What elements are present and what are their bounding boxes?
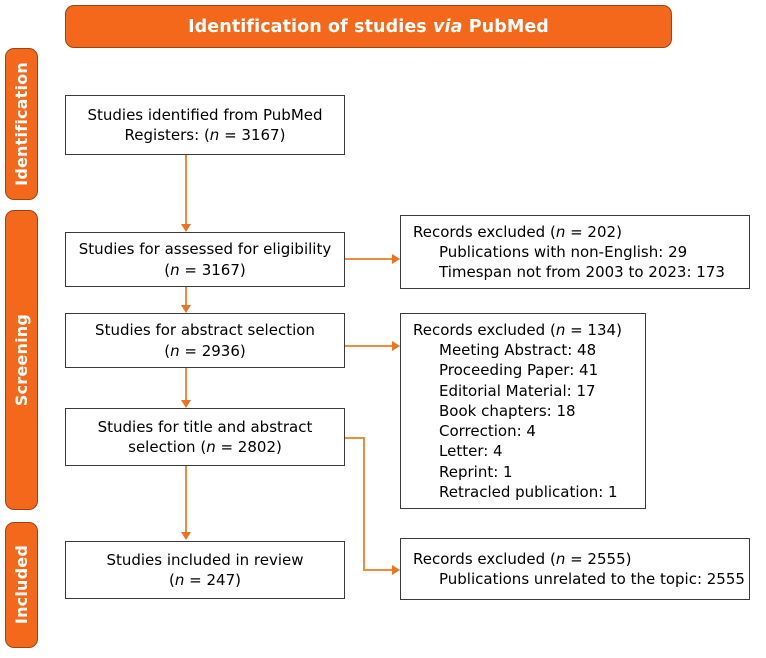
studies-included-line2: (n = 247) [74,570,336,590]
studies-title-abstract-line2-before: selection ( [128,438,207,456]
records-excluded-3-heading: Records excluded (n = 2555) [413,549,741,569]
records-excluded-2-content: Records excluded (n = 134) Meeting Abstr… [413,320,637,502]
studies-eligibility-line2-after: = 3167) [179,260,246,279]
box-studies-abstract-selection: Studies for abstract selection (n = 2936… [65,313,345,368]
arrowhead-eligibility-to-abstract [181,305,191,313]
arrowhead-abstract-to-title-abstract [181,400,191,408]
box-records-excluded-2: Records excluded (n = 134) Meeting Abstr… [400,313,646,509]
studies-title-abstract-line2-after: = 2802) [215,438,282,456]
studies-identified-line2-italic: n [209,126,220,144]
records-excluded-1-head-italic: n [555,222,566,241]
records-excluded-1-head-after: = 202) [565,222,622,241]
records-excluded-3-head-before: Records excluded ( [413,549,556,568]
connector-abstract-to-excluded-2 [345,345,393,347]
studies-identified-line2-before: Registers: ( [124,126,210,144]
records-excluded-1-content: Records excluded (n = 202) Publications … [413,222,741,283]
connector-eligibility-to-excluded-1 [345,258,393,260]
studies-identified-line2: Registers: (n = 3167) [74,125,336,145]
arrowhead-eligibility-to-excluded-1 [392,254,400,264]
studies-eligibility-line2-before: ( [164,260,171,279]
stage-label-screening: Screening [12,313,31,407]
records-excluded-1-item: Timespan not from 2003 to 2023: 173 [439,263,725,282]
title-part-before: Identification of studies [188,16,433,37]
records-excluded-2-heading: Records excluded (n = 134) [413,320,637,340]
arrowhead-title-abstract-to-included [181,532,191,540]
studies-eligibility-line2-italic: n [170,260,180,279]
arrowhead-title-abstract-to-excluded-3 [392,565,400,575]
box-records-excluded-1: Records excluded (n = 202) Publications … [400,215,750,289]
studies-title-abstract-line2-italic: n [206,438,216,456]
records-excluded-2-item: Editorial Material: 17 [439,381,596,400]
studies-abstract-line2-before: ( [164,341,171,360]
records-excluded-2-item: Reprint: 1 [439,462,513,481]
studies-included-line2-after: = 247) [184,571,241,589]
stage-bar-identification: Identification [5,48,38,200]
arrowhead-identified-to-eligibility [181,224,191,232]
box-records-excluded-3: Records excluded (n = 2555) Publications… [400,538,750,600]
stage-label-identification: Identification [12,62,31,186]
records-excluded-2-item: Meeting Abstract: 48 [439,341,597,360]
studies-included-line1: Studies included in review [106,550,304,569]
records-excluded-2-item: Proceeding Paper: 41 [439,361,599,380]
records-excluded-2-head-before: Records excluded ( [413,320,556,339]
box-studies-title-abstract-selection: Studies for title and abstract selection… [65,408,345,466]
records-excluded-2-head-after: = 134) [565,320,622,339]
stage-label-included: Included [12,545,31,625]
records-excluded-3-head-after: = 2555) [565,549,632,568]
studies-identified-line2-after: = 3167) [219,126,286,144]
box-studies-identified: Studies identified from PubMed Registers… [65,95,345,155]
box-studies-included-in-review: Studies included in review (n = 247) [65,541,345,599]
title-part-after: PubMed [462,16,549,37]
studies-title-abstract-line2: selection (n = 2802) [74,437,336,457]
connector-identified-to-eligibility [185,155,187,225]
records-excluded-2-item: Book chapters: 18 [439,401,576,420]
studies-abstract-line2: (n = 2936) [74,341,336,361]
studies-identified-line1: Studies identified from PubMed [87,105,323,124]
studies-eligibility-line1: Studies for assessed for eligibility [78,240,332,259]
studies-abstract-line1: Studies for abstract selection [95,321,315,340]
connector-eligibility-to-abstract [185,287,187,306]
stage-bar-screening: Screening [5,210,38,510]
records-excluded-3-content: Records excluded (n = 2555) Publications… [413,549,745,590]
arrowhead-abstract-to-excluded-2 [392,341,400,351]
title-part-italic: via [433,16,463,37]
records-excluded-3-head-italic: n [555,549,566,568]
records-excluded-2-item: Letter: 4 [439,442,503,461]
connector-title-abstract-to-excluded-3-seg1 [345,437,365,439]
diagram-title-text: Identification of studies via PubMed [188,17,549,37]
records-excluded-2-head-italic: n [555,320,566,339]
connector-abstract-to-title-abstract [185,368,187,401]
connector-title-abstract-to-included [185,466,187,533]
studies-abstract-line2-after: = 2936) [179,341,246,360]
connector-title-abstract-to-excluded-3-seg2 [363,437,365,571]
studies-included-line2-italic: n [174,571,185,589]
box-studies-eligibility: Studies for assessed for eligibility (n … [65,232,345,287]
stage-bar-included: Included [5,522,38,648]
studies-title-abstract-line1: Studies for title and abstract [97,417,313,436]
records-excluded-1-heading: Records excluded (n = 202) [413,222,741,242]
records-excluded-1-item: Publications with non-English: 29 [439,242,688,261]
records-excluded-2-item: Retracled publication: 1 [439,482,618,501]
records-excluded-3-item: Publications unrelated to the topic: 255… [439,570,745,588]
records-excluded-1-head-before: Records excluded ( [413,222,556,241]
studies-eligibility-line2: (n = 3167) [74,260,336,280]
diagram-title-banner: Identification of studies via PubMed [65,5,672,48]
records-excluded-2-item: Correction: 4 [439,422,536,441]
connector-title-abstract-to-excluded-3-seg3 [363,569,393,571]
studies-included-line2-before: ( [169,571,175,589]
studies-abstract-line2-italic: n [170,341,180,360]
